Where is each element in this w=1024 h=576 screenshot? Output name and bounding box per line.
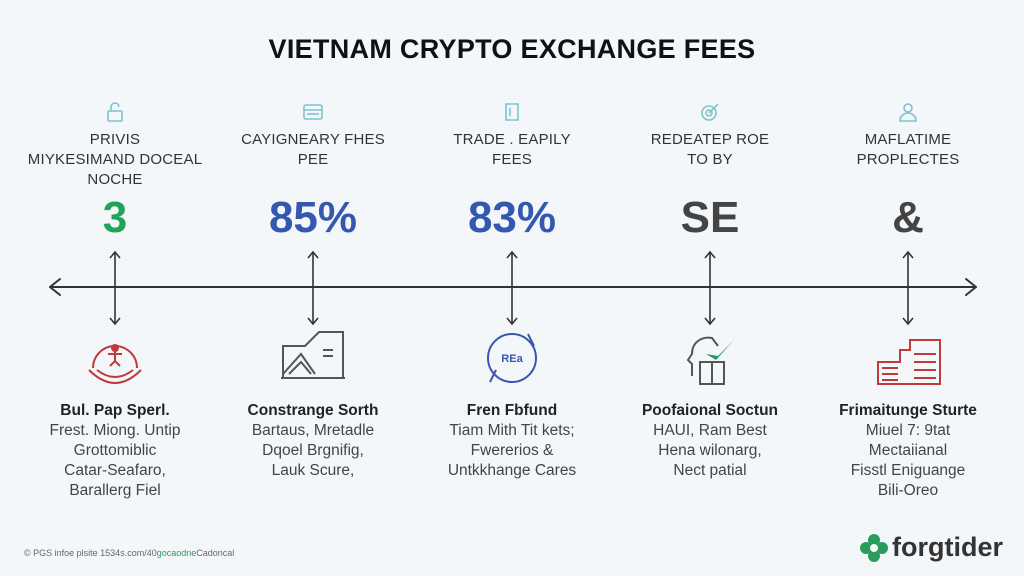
connector-arrow [506, 250, 518, 326]
heading-line: REDEATEP ROE [650, 131, 770, 148]
refresh-circle-icon: REa [487, 333, 537, 383]
description-line: Frest. Miong. Untip [49, 422, 181, 439]
brand-logo: forgtider [860, 532, 1003, 563]
heading-line: PROPLECTES [856, 151, 960, 168]
left-arrow-head [49, 278, 61, 296]
column-value: & [892, 193, 924, 242]
heading-line: NOCHE [87, 171, 143, 188]
description-line: Dqoel Brgnifig, [262, 442, 364, 459]
description-line: Miuel 7: 9tat [865, 422, 951, 439]
heading-line: PRIVIS [89, 131, 141, 148]
target-icon [701, 103, 719, 121]
description-title: Fren Fbfund [466, 402, 558, 419]
heading-line: PEE [297, 151, 329, 168]
right-arrow-head [965, 278, 977, 296]
heading-line: CAYIGNEARY FHES [241, 131, 385, 148]
brand-name: forgtider [892, 532, 1003, 562]
description-line: Fisstl Eniguange [850, 462, 966, 479]
heading-line: MAFLATIME [864, 131, 952, 148]
description-title: Frimaitunge Sturte [839, 402, 977, 419]
lock-icon [107, 102, 123, 122]
footer-text: © PGS infoe plsite 1534s.com/40 [24, 548, 157, 558]
column-value: 83% [467, 193, 557, 242]
page-title: VIETNAM CRYPTO EXCHANGE FEES [268, 34, 756, 64]
description-line: Untkkhange Cares [447, 462, 577, 479]
column-heading: PRIVIS MIYKESIMAND DOCEAL NOCHE [0, 130, 235, 190]
footer-link[interactable]: gocaodne [156, 548, 197, 558]
heading-line: TO BY [687, 151, 733, 168]
heading-line: FEES [492, 151, 532, 168]
description-title: Poofaional Soctun [641, 402, 779, 419]
description-line: Bartaus, Mretadle [251, 422, 375, 439]
column-value: 85% [268, 193, 358, 242]
description-line: Fwererios & [470, 442, 554, 459]
column-heading: CAYIGNEARY FHES PEE [193, 130, 433, 170]
description-line: Lauk Scure, [271, 462, 355, 479]
description-line: Bili-Oreo [877, 482, 939, 499]
brand-leaf-icon [860, 533, 888, 562]
column-heading: REDEATEP ROE TO BY [590, 130, 830, 170]
document-icon [505, 103, 519, 121]
description-line: Catar-Seafaro, [64, 462, 166, 479]
connector-arrow [307, 250, 319, 326]
connector-arrow [109, 250, 121, 326]
description-line: Grottomiblic [73, 442, 157, 459]
connector-arrow [704, 250, 716, 326]
description-line: Nect patial [673, 462, 747, 479]
svg-text:REa: REa [501, 353, 523, 365]
description-line: Tiam Mith Tit kets; [449, 422, 575, 439]
smiley-figure-icon [88, 344, 142, 384]
head-check-icon [686, 336, 734, 385]
column-heading: MAFLATIME PROPLECTES [788, 130, 1024, 170]
buildings-icon [877, 339, 941, 385]
description-line: Barallerg Fiel [69, 482, 161, 499]
column-value: 3 [102, 193, 128, 242]
heading-line: TRADE . EAPILY [453, 131, 571, 148]
heading-line: MIYKESIMAND DOCEAL [27, 151, 203, 168]
column-value: SE [680, 193, 740, 242]
description-line: Hena wilonarg, [658, 442, 762, 459]
column-heading: TRADE . EAPILY FEES [392, 130, 632, 170]
footer-credit: © PGS infoe plsite 1534s.com/40gocaodneC… [24, 548, 234, 558]
card-icon [303, 104, 323, 120]
description-line: Mectaiianal [868, 442, 948, 459]
user-icon [899, 103, 917, 122]
connector-arrow [902, 250, 914, 326]
description-line: HAUI, Ram Best [653, 422, 767, 439]
description-title: Constrange Sorth [247, 402, 379, 419]
landscape-chart-icon [281, 331, 345, 379]
footer-text-suffix: Cadoncal [196, 548, 235, 558]
description-title: Bul. Pap Sperl. [60, 402, 170, 419]
